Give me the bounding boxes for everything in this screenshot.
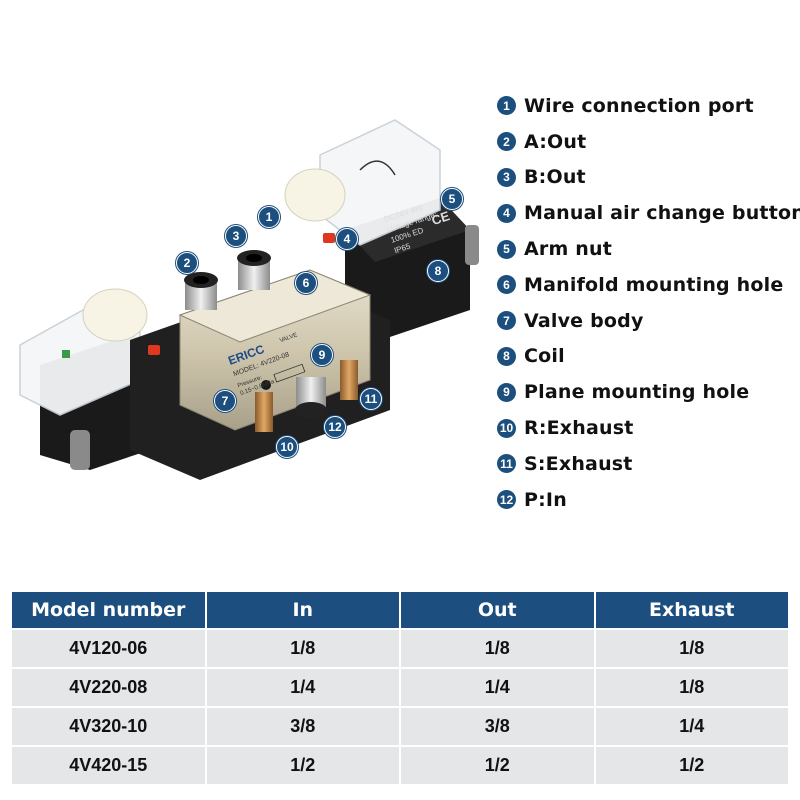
legend-label: P:In xyxy=(524,488,567,511)
legend-number-badge: 10 xyxy=(497,418,516,438)
manual-button-right xyxy=(323,233,335,243)
table-cell: 1/4 xyxy=(206,669,399,706)
legend-number-badge: 9 xyxy=(497,382,516,402)
legend-number-badge: 8 xyxy=(497,346,516,366)
table-row: 4V120-06 1/8 1/8 1/8 xyxy=(12,630,788,667)
legend-label: Coil xyxy=(524,345,565,368)
table-row: 4V320-10 3/8 3/8 1/4 xyxy=(12,708,788,745)
legend-item: 2 A:Out xyxy=(497,124,797,160)
table-cell: 1/2 xyxy=(206,747,399,784)
callout-1: 1 xyxy=(258,206,280,228)
table-cell: 3/8 xyxy=(206,708,399,745)
table-cell: 1/8 xyxy=(401,630,594,667)
table-cell: 4V120-06 xyxy=(12,630,205,667)
callout-7: 7 xyxy=(214,390,236,412)
legend-item: 8 Coil xyxy=(497,339,797,375)
legend-number-badge: 2 xyxy=(497,132,516,152)
table-cell: 1/4 xyxy=(401,669,594,706)
legend-label: Manifold mounting hole xyxy=(524,273,784,296)
legend-label: A:Out xyxy=(524,130,587,153)
table-cell: 1/8 xyxy=(595,630,788,667)
legend-item: 9 Plane mounting hole xyxy=(497,374,797,410)
valve-tag: VALVE xyxy=(279,332,298,344)
legend-label: Wire connection port xyxy=(524,94,754,117)
legend-number-badge: 4 xyxy=(497,203,516,223)
callout-11: 11 xyxy=(360,388,382,410)
callout-2: 2 xyxy=(176,252,198,274)
legend-label: Plane mounting hole xyxy=(524,381,750,404)
legend-label: Valve body xyxy=(524,309,644,332)
table-cell: 4V420-15 xyxy=(12,747,205,784)
callout-12: 12 xyxy=(324,416,346,438)
callout-10: 10 xyxy=(276,436,298,458)
legend-item: 7 Valve body xyxy=(497,303,797,339)
solenoid-valve-image: DC24V 4W Voltage range: 100% ED IP65 CE … xyxy=(19,119,479,480)
table-cell: 4V320-10 xyxy=(12,708,205,745)
table-cell: 1/2 xyxy=(595,747,788,784)
table-cell: 1/8 xyxy=(595,669,788,706)
table-cell: 1/8 xyxy=(206,630,399,667)
legend-item: 5 Arm nut xyxy=(497,231,797,267)
legend-item: 11 S:Exhaust xyxy=(497,446,797,482)
column-header-in: In xyxy=(206,592,399,628)
manual-button-left xyxy=(148,345,160,355)
legend-number-badge: 11 xyxy=(497,454,516,474)
callout-5: 5 xyxy=(441,188,463,210)
table-cell: 4V220-08 xyxy=(12,669,205,706)
legend-number-badge: 1 xyxy=(497,96,516,116)
legend-label: R:Exhaust xyxy=(524,417,634,440)
legend-label: Arm nut xyxy=(524,238,613,261)
table-cell: 1/4 xyxy=(595,708,788,745)
legend-number-badge: 6 xyxy=(497,275,516,295)
column-header-model: Model number xyxy=(12,592,205,628)
callout-3: 3 xyxy=(225,225,247,247)
table-row: 4V420-15 1/2 1/2 1/2 xyxy=(12,747,788,784)
column-header-exhaust: Exhaust xyxy=(595,592,788,628)
fitting-b xyxy=(237,250,271,290)
ce-mark: CE xyxy=(430,208,452,228)
legend-number-badge: 12 xyxy=(497,490,516,510)
callout-6: 6 xyxy=(295,272,317,294)
fitting-p xyxy=(295,377,327,418)
table-cell: 1/2 xyxy=(401,747,594,784)
callout-8: 8 xyxy=(427,260,449,282)
arm-nut-right xyxy=(465,225,479,265)
arm-nut-left xyxy=(70,430,90,470)
table-row: 4V220-08 1/4 1/4 1/8 xyxy=(12,669,788,706)
callout-4: 4 xyxy=(336,228,358,250)
legend-item: 10 R:Exhaust xyxy=(497,410,797,446)
product-illustration: DC24V 4W Voltage range: 100% ED IP65 CE … xyxy=(0,80,490,480)
table-cell: 3/8 xyxy=(401,708,594,745)
legend-label: S:Exhaust xyxy=(524,452,633,475)
column-header-out: Out xyxy=(401,592,594,628)
legend-label: Manual air change button xyxy=(524,202,800,225)
legend-number-badge: 5 xyxy=(497,239,516,259)
legend-item: 1 Wire connection port xyxy=(497,88,797,124)
legend-number-badge: 3 xyxy=(497,167,516,187)
legend-item: 12 P:In xyxy=(497,482,797,518)
legend-item: 6 Manifold mounting hole xyxy=(497,267,797,303)
legend-item: 3 B:Out xyxy=(497,160,797,196)
legend-item: 4 Manual air change button xyxy=(497,195,800,231)
exhaust-s-muffler xyxy=(340,360,358,400)
callout-9: 9 xyxy=(311,344,333,366)
fitting-a xyxy=(184,272,218,310)
legend-number-badge: 7 xyxy=(497,311,516,331)
legend-label: B:Out xyxy=(524,166,586,189)
table-header-row: Model number In Out Exhaust xyxy=(12,592,788,628)
model-spec-table: Model number In Out Exhaust 4V120-06 1/8… xyxy=(10,590,790,786)
exhaust-r-muffler xyxy=(255,392,273,432)
